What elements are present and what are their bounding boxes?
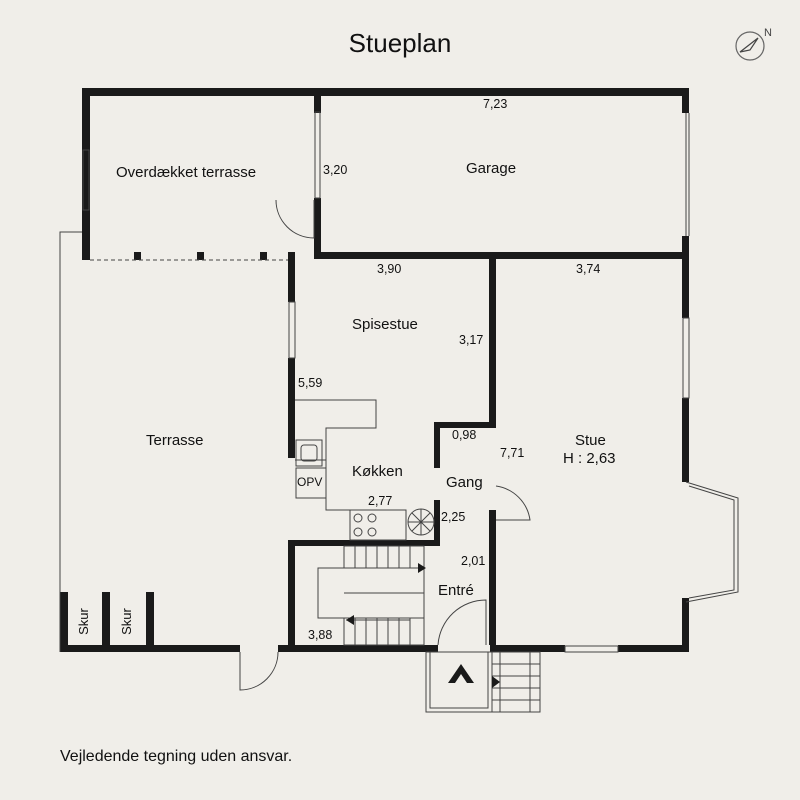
wall-koekken-entre [288, 540, 440, 546]
wall-gang-west-lower [434, 500, 440, 542]
room-overdaekket-terrasse: Overdækket terrasse [116, 164, 257, 181]
wall-stue-east-lower [682, 598, 689, 650]
entrance-arrow-icon [448, 664, 474, 683]
post [197, 252, 204, 260]
dim-gang-length: 2,25 [441, 510, 466, 524]
dim-gang-width: 0,98 [452, 428, 477, 442]
window [682, 317, 690, 399]
thin-lines [59, 111, 739, 713]
staircase [343, 617, 425, 646]
room-spisestue: Spisestue [352, 316, 418, 333]
wall-skur [146, 592, 154, 652]
wall-garage-east-lower [682, 236, 689, 260]
wall-south-stue-a [490, 645, 565, 652]
room-koekken: Køkken [352, 463, 403, 480]
arrows [346, 563, 500, 688]
dim-spisestue-length: 5,59 [298, 376, 323, 390]
dim-spisestue-width: 3,90 [377, 262, 402, 276]
window [288, 301, 296, 359]
dim-stue-length: 7,71 [500, 446, 525, 460]
wall-partition-garage-upper [314, 88, 321, 113]
terrace-outline [59, 231, 82, 652]
window [314, 111, 321, 199]
wall-house-west-lower [288, 540, 295, 650]
window [564, 645, 619, 653]
steps-arrowhead [492, 676, 500, 688]
bay-window [685, 481, 739, 603]
post [260, 252, 267, 260]
wall-house-west-upper [288, 252, 295, 302]
wall-covered-terrace-west [82, 88, 90, 260]
opv-label: OPV [297, 475, 323, 489]
stair-arrowhead [346, 615, 354, 625]
room-terrasse: Terrasse [146, 432, 204, 449]
bay-window [688, 485, 735, 599]
dim-entre-width: 2,01 [461, 554, 486, 568]
wall-skur [102, 592, 110, 652]
wall-north [82, 88, 689, 96]
post [134, 252, 141, 260]
wall-stue-east-mid [682, 398, 689, 482]
wall-spisestue-stue [489, 258, 496, 426]
door-entre [437, 599, 487, 646]
room-garage: Garage [466, 160, 517, 177]
dim-koekken-width: 2,77 [368, 494, 393, 508]
entrance-platform [425, 651, 493, 713]
wall-garage-south [314, 252, 689, 259]
north-label: N [764, 27, 772, 39]
dim-spisestue-depth: 3,17 [459, 333, 484, 347]
room-gang: Gang [446, 474, 483, 491]
dishwasher [295, 467, 327, 499]
wall-gang-north [434, 422, 496, 428]
dim-entre-length: 3,88 [308, 628, 333, 642]
dim-terrace-depth: 3,20 [323, 163, 348, 177]
room-stue-height: H : 2,63 [563, 450, 616, 467]
wall-house-west-mid [288, 358, 295, 458]
wall-south-stue-b [618, 645, 689, 652]
room-skur-2: Skur [118, 608, 134, 635]
wall-stue-east-upper [682, 258, 689, 318]
sink-icon [295, 439, 323, 467]
room-skur-1: Skur [75, 608, 91, 635]
room-stue: Stue [575, 432, 606, 449]
dim-garage-width: 7,23 [483, 97, 508, 111]
wall-gang-west [434, 422, 440, 468]
staircase [343, 545, 425, 569]
dim-stue-width: 3,74 [576, 262, 601, 276]
wall-south-entre [278, 645, 438, 652]
door-gang [495, 485, 531, 521]
wall-garage-east-upper [682, 88, 689, 113]
compass-icon: N [735, 27, 772, 61]
spiral-treads [408, 509, 434, 535]
wall-partition-garage-lower [314, 198, 321, 258]
wall-skur [60, 592, 68, 652]
stove-icon [349, 509, 407, 541]
window [82, 149, 90, 211]
disclaimer: Vejledende tegning uden ansvar. [60, 748, 293, 765]
door-covered-terrace [275, 199, 315, 239]
walls [60, 88, 689, 652]
wall-gang-stue [489, 510, 496, 645]
door-terrace [239, 651, 279, 691]
page-title: Stueplan [348, 28, 452, 58]
stair-arrowhead [418, 563, 426, 573]
room-entre: Entré [438, 582, 474, 599]
